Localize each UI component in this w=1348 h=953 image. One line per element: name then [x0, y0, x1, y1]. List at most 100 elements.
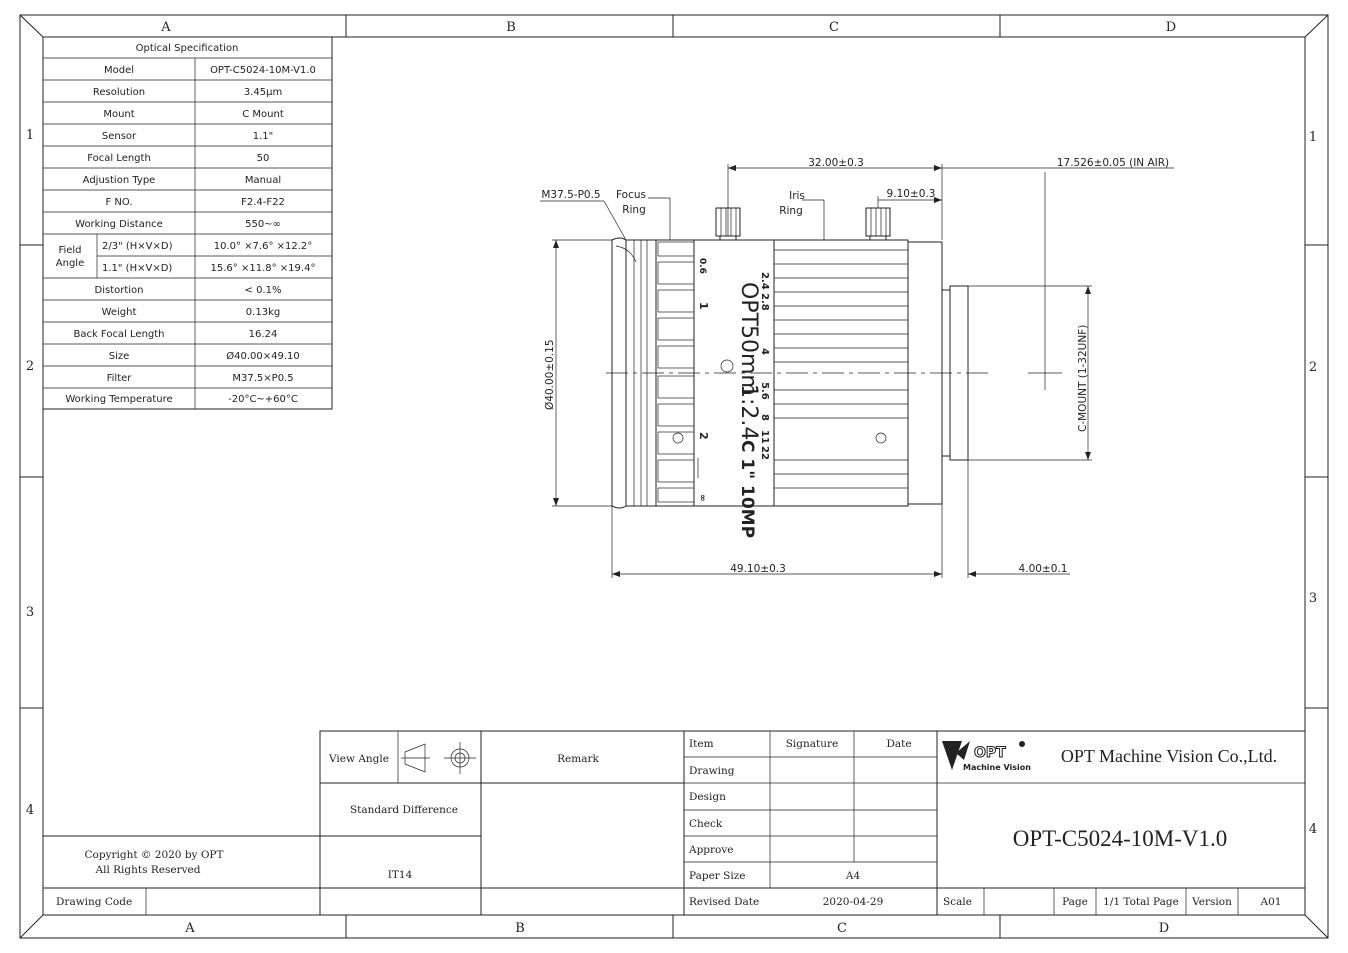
focus-scale-2: 2: [697, 432, 710, 440]
tolerance-value: IT14: [388, 869, 413, 881]
zone-col-c-bottom: C: [837, 921, 847, 936]
spec-label-distortion: Distortion: [95, 285, 144, 296]
zone-col-a-top: A: [160, 20, 171, 35]
focus-scale-06: 0.6: [697, 258, 707, 274]
spec-value-filter: M37.5×P0.5: [232, 373, 293, 384]
thread-label: M37.5-P0.5: [541, 189, 600, 201]
spec-value-weight: 0.13kg: [246, 307, 280, 318]
lens-drawing: [606, 172, 1062, 509]
zone-row-3-right: 3: [1309, 591, 1317, 606]
role-design: Design: [689, 791, 726, 803]
spec-value-fno: F2.4-F22: [241, 197, 285, 208]
spec-value-working-distance: 550~∞: [245, 219, 281, 230]
spec-value-size: Ø40.00×49.10: [226, 350, 300, 362]
dim-32: 32.00±0.3: [808, 157, 864, 169]
zone-col-d-top: D: [1166, 20, 1176, 35]
spec-value-mount: C Mount: [242, 109, 284, 120]
dim-cmount: C-MOUNT (1-32UNF): [1077, 325, 1089, 432]
zone-row-4-right: 4: [1309, 822, 1317, 837]
spec-label-mount: Mount: [103, 109, 134, 120]
paper-size-value: A4: [845, 870, 861, 882]
item-header: Item: [689, 738, 714, 750]
projection-symbol: [401, 742, 476, 774]
logo-subtext: Machine Vision: [963, 763, 1031, 772]
zone-row-2-left: 2: [26, 359, 34, 374]
spec-label-model: Model: [104, 65, 134, 76]
spec-value-sensor: 1.1": [253, 131, 274, 142]
lens-brand-text: OPT: [736, 282, 761, 327]
dimension-lines: [540, 164, 1174, 578]
spec-label-working-temperature: Working Temperature: [65, 394, 172, 405]
dim-49: 49.10±0.3: [730, 563, 786, 575]
zone-row-1-left: 1: [26, 128, 34, 143]
spec-value-adjustion-type: Manual: [245, 175, 281, 186]
spec-label-field: Field: [58, 245, 81, 256]
signature-header: Signature: [786, 738, 839, 750]
spec-label-filter: Filter: [107, 373, 133, 384]
spec-label-angle: Angle: [56, 258, 84, 269]
copyright-line-1: Copyright © 2020 by OPT: [85, 849, 224, 861]
zone-row-1-right: 1: [1309, 130, 1317, 145]
dim-4: 4.00±0.1: [1019, 563, 1068, 575]
lens-fno-text: 1:2.4: [736, 384, 761, 440]
focus-scale-inf: ∞: [697, 494, 707, 502]
spec-label-fno: F NO.: [105, 197, 132, 208]
zone-col-d-bottom: D: [1159, 921, 1169, 936]
iris-ring-label-2: Ring: [779, 205, 803, 217]
spec-label-back-focal-length: Back Focal Length: [73, 329, 164, 340]
spec-label-working-distance: Working Distance: [75, 219, 163, 230]
lens-focal-text: 50mm: [736, 325, 761, 396]
spec-label-sensor: Sensor: [102, 131, 137, 142]
iris-scale-22: 22: [759, 446, 770, 460]
revised-date-value: 2020-04-29: [823, 896, 884, 908]
page-label: Page: [1062, 896, 1088, 908]
iris-ring-grip: [774, 249, 908, 489]
spec-value-focal-length: 50: [257, 153, 270, 164]
scale-label: Scale: [943, 896, 972, 908]
iris-scale-56: 5.6: [759, 382, 770, 400]
spec-table-title: Optical Specification: [136, 43, 239, 54]
dim-17: 17.526±0.05 (IN AIR): [1057, 157, 1169, 169]
view-angle-label: View Angle: [328, 753, 389, 765]
part-number: OPT-C5024-10M-V1.0: [1013, 826, 1227, 851]
role-check: Check: [689, 818, 723, 830]
page-value: 1/1 Total Page: [1103, 896, 1179, 908]
focus-ring-label-2: Ring: [622, 204, 646, 216]
paper-size-label: Paper Size: [689, 870, 745, 882]
company-name: OPT Machine Vision Co.,Ltd.: [1061, 746, 1277, 766]
spec-value-working-temperature: -20°C~+60°C: [228, 394, 298, 405]
zone-col-c-top: C: [829, 20, 839, 35]
iris-scale-11: 11: [759, 430, 770, 444]
version-value: A01: [1260, 896, 1282, 908]
spec-field-value-23: 10.0° ×7.6° ×12.2°: [214, 241, 313, 252]
iris-lock-screw: [865, 207, 891, 237]
iris-ring-label-1: Iris: [789, 190, 805, 202]
spec-field-value-11: 15.6° ×11.8° ×19.4°: [211, 263, 316, 274]
spec-field-sensor-11: 1.1" (H×V×D): [102, 263, 172, 274]
dim-diameter: Ø40.00±0.15: [544, 339, 556, 410]
standard-difference-label: Standard Difference: [350, 804, 458, 816]
iris-scale-4: 4: [759, 348, 770, 355]
remark-label: Remark: [557, 753, 599, 765]
role-drawing: Drawing: [689, 765, 735, 777]
spec-label-weight: Weight: [102, 307, 137, 318]
spec-label-adjustion-type: Adjustion Type: [83, 175, 156, 186]
role-approve: Approve: [688, 844, 734, 856]
spec-value-back-focal-length: 16.24: [249, 329, 278, 340]
iris-scale-24: 2.4: [759, 272, 770, 290]
zone-row-4-left: 4: [26, 803, 34, 818]
zone-row-3-left: 3: [26, 605, 34, 620]
spec-label-focal-length: Focal Length: [87, 153, 151, 164]
focus-ring-label-1: Focus: [616, 189, 646, 201]
focus-scale-1: 1: [697, 302, 710, 310]
version-label: Version: [1191, 896, 1232, 908]
spec-value-model: OPT-C5024-10M-V1.0: [210, 65, 316, 76]
index-mark: [720, 359, 734, 373]
zone-col-a-bottom: A: [184, 921, 195, 936]
date-header: Date: [886, 738, 911, 750]
drawing-code-label: Drawing Code: [56, 896, 132, 908]
revised-date-label: Revised Date: [689, 896, 759, 908]
spec-label-resolution: Resolution: [93, 87, 145, 98]
zone-col-b-top: B: [506, 20, 516, 35]
